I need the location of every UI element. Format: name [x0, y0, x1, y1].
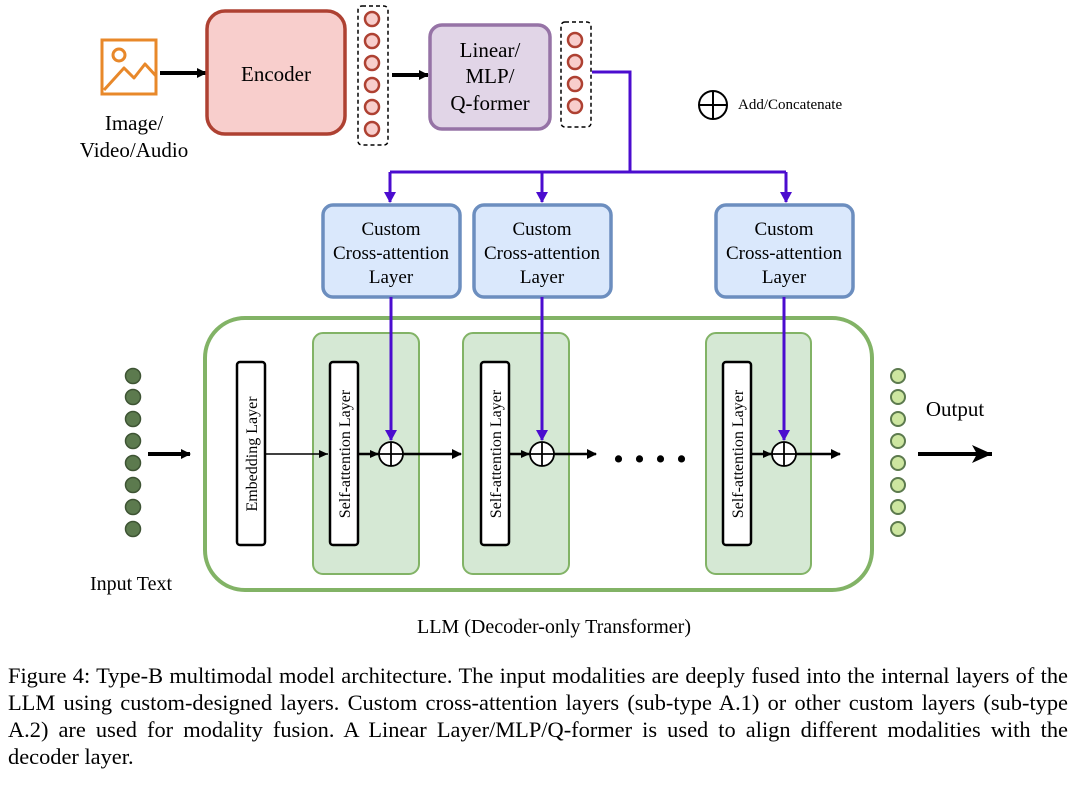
encoder-token-group	[357, 5, 389, 146]
svg-text:Custom: Custom	[754, 219, 813, 240]
encoder-label: Encoder	[241, 62, 311, 86]
projector-label-line1: Linear/	[460, 38, 521, 62]
self-attention-label: Self-attention Layer	[337, 389, 354, 518]
token-circle	[363, 54, 381, 72]
svg-text:Layer: Layer	[369, 267, 414, 288]
token-circle	[566, 31, 584, 49]
architecture-diagram: Image/ Video/Audio Encoder Linear/ MLP/ …	[80, 5, 992, 638]
projector-token-group	[560, 21, 592, 128]
fusion-op-2	[529, 441, 555, 467]
embedding-layer-label: Embedding Layer	[244, 396, 261, 512]
projector-box: Linear/ MLP/ Q-former	[428, 23, 552, 131]
projector-label-line2: MLP/	[465, 64, 514, 88]
token-circle	[566, 75, 584, 93]
cross-attention-layer-3: Custom Cross-attention Layer	[714, 203, 855, 299]
embedding-layer: Embedding Layer	[235, 360, 267, 547]
token-circle	[363, 76, 381, 94]
token-circle	[566, 53, 584, 71]
cross-attention-layer-1: Custom Cross-attention Layer	[321, 203, 462, 299]
fusion-op-3	[771, 441, 797, 467]
legend-add-concat: Add/Concatenate	[698, 90, 842, 120]
token-circle	[566, 97, 584, 115]
llm-caption: LLM (Decoder-only Transformer)	[417, 616, 691, 638]
svg-text:Cross-attention: Cross-attention	[726, 243, 843, 264]
legend-label: Add/Concatenate	[738, 97, 842, 113]
svg-text:Cross-attention: Cross-attention	[484, 243, 601, 264]
cross-attention-to-fusion-arrows	[385, 297, 790, 441]
svg-text:Cross-attention: Cross-attention	[333, 243, 450, 264]
media-label-line2: Video/Audio	[80, 138, 188, 162]
projector-label-line3: Q-former	[450, 91, 529, 115]
projector-output-connector	[384, 70, 792, 203]
fusion-op-1	[378, 441, 404, 467]
token-circle	[363, 32, 381, 50]
input-text-tokens	[124, 367, 142, 538]
token-circle	[363, 10, 381, 28]
figure-caption: Figure 4: Type-B multimodal model archit…	[8, 663, 1068, 769]
output-label: Output	[926, 397, 985, 421]
self-attention-label: Self-attention Layer	[730, 389, 747, 518]
svg-text:Custom: Custom	[361, 219, 420, 240]
media-label-line1: Image/	[105, 111, 163, 135]
encoder-box: Encoder	[205, 9, 347, 136]
token-circle	[363, 120, 381, 138]
input-text-label: Input Text	[90, 573, 173, 595]
svg-text:Layer: Layer	[520, 267, 565, 288]
svg-text:Layer: Layer	[762, 267, 807, 288]
output-tokens	[890, 368, 906, 537]
self-attention-label: Self-attention Layer	[488, 389, 505, 518]
layer-ellipsis: ....	[613, 423, 697, 472]
svg-text:Custom: Custom	[512, 219, 571, 240]
image-icon	[100, 38, 158, 96]
cross-attention-layer-2: Custom Cross-attention Layer	[472, 203, 613, 299]
token-circle	[363, 98, 381, 116]
